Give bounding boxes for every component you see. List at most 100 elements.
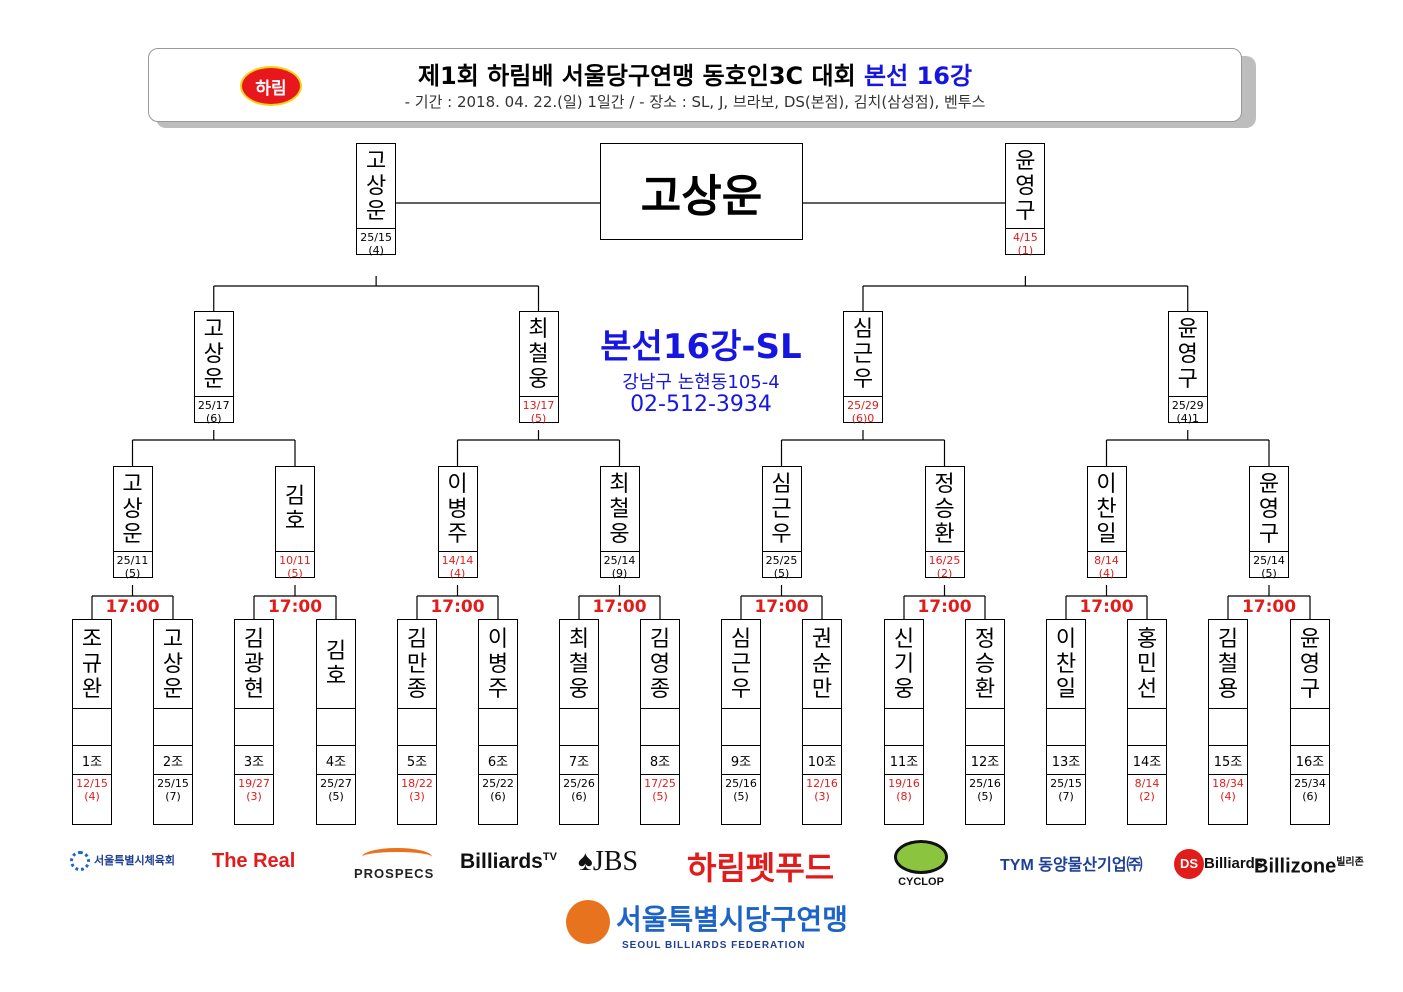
empty-cell xyxy=(1209,709,1247,746)
score-value: 25/26 xyxy=(563,777,595,790)
player-score: 12/15(4) xyxy=(73,775,111,803)
score-value: 14/14 xyxy=(441,554,474,567)
score-value: 19/27 xyxy=(238,777,270,790)
rank-value: (4) xyxy=(1098,567,1115,580)
federation-flame-icon xyxy=(566,899,610,944)
score-value: 17/25 xyxy=(644,777,676,790)
empty-cell xyxy=(479,709,517,746)
score-value: 25/15 xyxy=(157,777,189,790)
title-highlight: 본선 16강 xyxy=(864,62,973,90)
score-value: 25/17 xyxy=(197,399,230,412)
rank-value: (4) xyxy=(368,244,384,257)
player-score: 4/15(1) xyxy=(1006,229,1044,257)
player-score: 25/25(5) xyxy=(763,552,801,580)
player-score: 12/16(3) xyxy=(803,775,841,803)
rank-value: (5) xyxy=(652,790,668,803)
score-value: 19/16 xyxy=(888,777,920,790)
score-value: 25/14 xyxy=(603,554,636,567)
score-value: 12/16 xyxy=(806,777,838,790)
score-value: 8/14 xyxy=(1094,554,1119,567)
player-score: 8/14(4) xyxy=(1088,552,1126,580)
empty-cell xyxy=(1047,709,1085,746)
rank-value: (5) xyxy=(530,412,547,425)
sponsor-billizone: Billizone빌리존 xyxy=(1254,855,1364,878)
group-label: 5조 xyxy=(398,746,436,775)
rank-value: (6) xyxy=(490,790,506,803)
rank-value: (5) xyxy=(328,790,344,803)
empty-cell xyxy=(317,709,355,746)
group-label: 7조 xyxy=(560,746,598,775)
title-main: 제1회 하림배 서울당구연맹 동호인3C 대회 xyxy=(417,62,856,90)
score-value: 25/22 xyxy=(482,777,514,790)
ds-logo-icon: DS xyxy=(1174,849,1204,879)
score-value: 25/25 xyxy=(765,554,798,567)
score-value: 25/27 xyxy=(320,777,352,790)
score-value: 4/15 xyxy=(1013,231,1038,244)
sponsor-tym: TYM 동양물산기업㈜ xyxy=(1000,857,1143,874)
match-time: 17:00 xyxy=(1241,597,1297,617)
rank-value: (2) xyxy=(936,567,953,580)
empty-cell xyxy=(1291,709,1329,746)
group-label: 12조 xyxy=(966,746,1004,775)
score-value: 25/16 xyxy=(969,777,1001,790)
player-score: 13/17(5) xyxy=(520,397,558,425)
rank-value: (6)0 xyxy=(851,412,875,425)
group-label: 15조 xyxy=(1209,746,1247,775)
player-score: 18/34(4) xyxy=(1209,775,1247,803)
venue-phone: 02-512-3934 xyxy=(630,392,772,417)
player-score: 19/27(3) xyxy=(235,775,273,803)
player-score: 25/34(6) xyxy=(1291,775,1329,803)
player-score: 16/25(2) xyxy=(926,552,964,580)
sponsor-the-real: The Real xyxy=(212,850,296,872)
rank-value: (3) xyxy=(409,790,425,803)
rank-value: (7) xyxy=(1058,790,1074,803)
rank-value: (5) xyxy=(733,790,749,803)
sponsor-cyclop: CYCLOP xyxy=(885,840,957,888)
group-label: 11조 xyxy=(885,746,923,775)
player-score: 25/11(5) xyxy=(114,552,152,580)
empty-cell xyxy=(1128,709,1166,746)
rank-value: (5) xyxy=(1261,567,1277,580)
rank-value: (5) xyxy=(773,567,790,580)
group-label: 10조 xyxy=(803,746,841,775)
rank-value: (4)1 xyxy=(1176,412,1200,425)
group-label: 2조 xyxy=(154,746,192,775)
score-value: 18/22 xyxy=(401,777,433,790)
player-score: 25/29(4)1 xyxy=(1169,397,1207,425)
score-value: 25/29 xyxy=(1171,399,1204,412)
player-score: 25/14(9) xyxy=(601,552,639,580)
score-value: 16/25 xyxy=(928,554,961,567)
group-label: 1조 xyxy=(73,746,111,775)
group-label: 6조 xyxy=(479,746,517,775)
sponsor-harim-petfood: 하림펫푸드 xyxy=(687,850,835,886)
rank-value: (6) xyxy=(571,790,587,803)
